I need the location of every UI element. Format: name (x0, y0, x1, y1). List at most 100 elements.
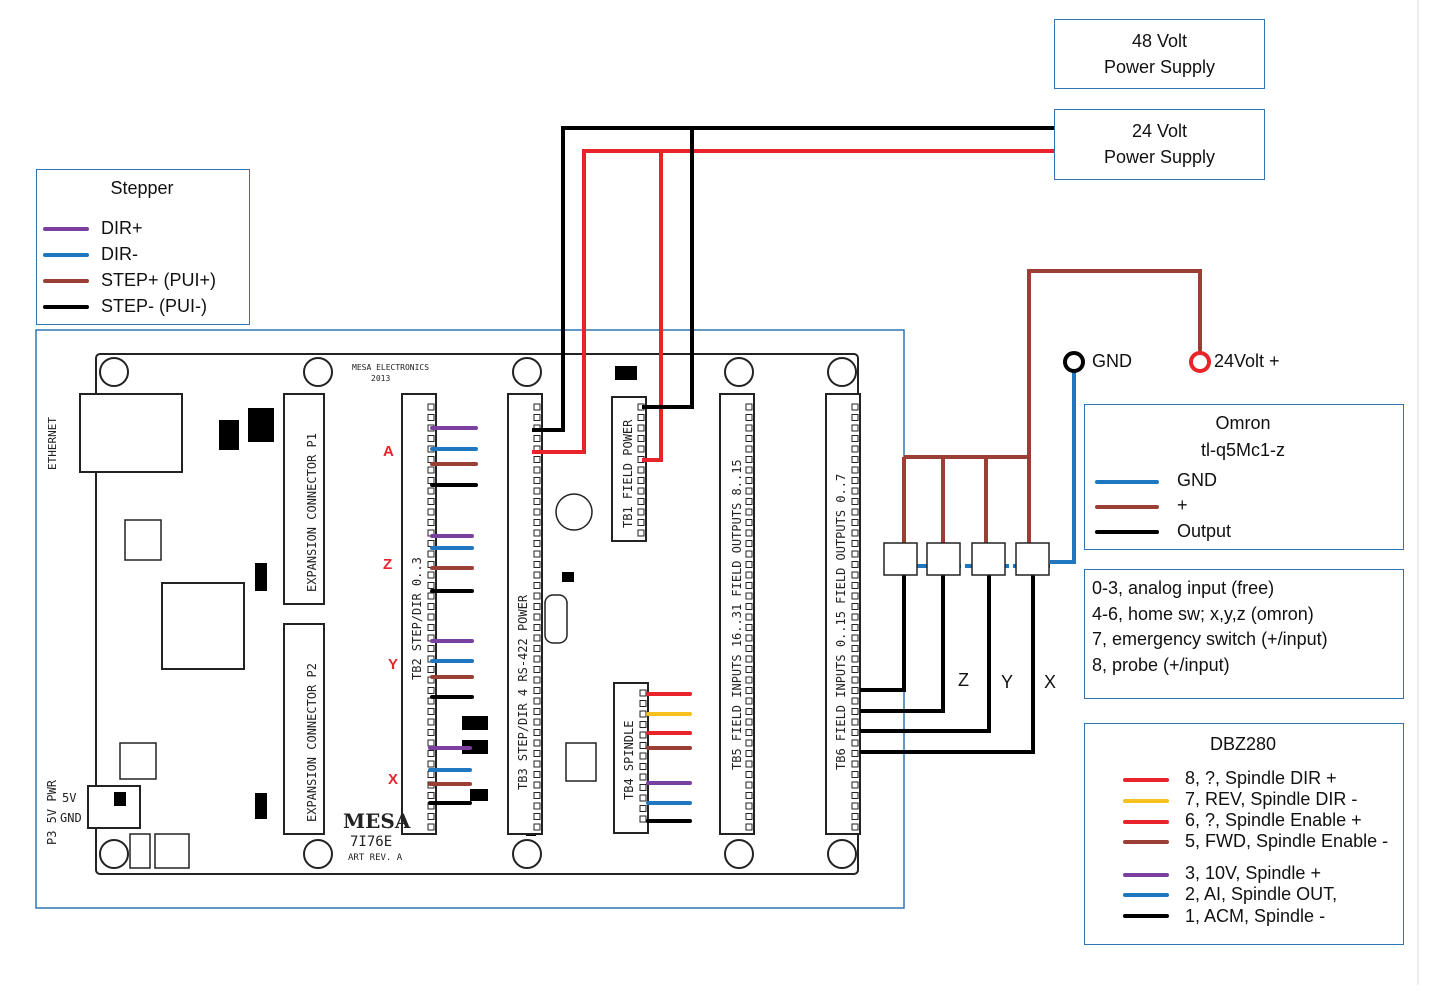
dbz-pin7-label: 7, REV, Spindle DIR - (1185, 789, 1358, 809)
terminal-pin (533, 508, 541, 516)
terminal-pin (637, 477, 645, 484)
terminal-pin (533, 435, 541, 442)
terminal-pin (533, 697, 541, 705)
terminal-pin (851, 477, 859, 484)
terminal-pin (533, 634, 541, 642)
dbz-pin6-label: 6, ?, Spindle Enable + (1185, 810, 1362, 830)
terminal-pin (851, 760, 859, 768)
omron-gnd-label: GND (1177, 470, 1217, 490)
terminal-pin (637, 487, 645, 495)
omron-output-swatch (1095, 530, 1159, 534)
terminal-pin (745, 666, 753, 673)
dbz-pin5-label: 5, FWD, Spindle Enable - (1185, 831, 1389, 851)
terminal-pin (851, 456, 859, 463)
terminal-pin (427, 666, 435, 673)
terminal-pin (427, 718, 435, 726)
inputs-line-1: 0-3, analog input (free) (1092, 578, 1275, 598)
omron-plus-swatch (1095, 505, 1159, 509)
terminal-pin (851, 792, 859, 799)
terminal-pin (851, 750, 859, 757)
dir-minus-label: DIR- (101, 244, 138, 264)
terminal-pin (533, 760, 541, 768)
terminal-pin (427, 760, 435, 768)
dbz-pin2-swatch (1123, 893, 1169, 897)
terminal-pin (745, 676, 753, 684)
terminal-pin (745, 592, 753, 600)
terminal-pin (851, 823, 859, 831)
terminal-pin (427, 466, 435, 474)
terminal-pin (851, 634, 859, 642)
terminal-pin (427, 729, 435, 736)
step-plus-label: STEP+ (PUI+) (101, 270, 217, 290)
year-label: 2013 (371, 374, 390, 383)
terminal-pin (851, 603, 859, 610)
terminal-pin (745, 498, 753, 505)
inputs-box: 0-3, analog input (free) 4-6, home sw; x… (1084, 569, 1404, 699)
terminal-pin (533, 655, 541, 663)
terminal-pin (427, 414, 435, 421)
terminal-pin (851, 802, 859, 810)
chip (154, 833, 190, 869)
terminal-pin (745, 634, 753, 642)
inputs-line-3: 7, emergency switch (+/input) (1092, 629, 1328, 649)
sensor-wires (860, 269, 1202, 754)
terminal-block-tb4 (613, 682, 649, 834)
terminal-pin (533, 498, 541, 505)
terminal-pin (533, 645, 541, 652)
terminal-pin (427, 550, 435, 558)
revision-label: ART REV. A (348, 853, 403, 863)
dbz-pin1-swatch (1123, 914, 1169, 918)
omron-gnd-swatch (1095, 480, 1159, 484)
terminal-pin (745, 729, 753, 736)
terminal-pin (639, 815, 647, 823)
spindle-wires (646, 692, 692, 823)
terminal-pin (533, 613, 541, 621)
terminal-pin (639, 794, 647, 802)
dbz-pin5-swatch (1123, 840, 1169, 844)
omron-output-label: Output (1177, 521, 1232, 541)
terminal-pin (745, 424, 753, 432)
terminal-pin (851, 718, 859, 726)
terminal-pin (427, 645, 435, 652)
terminal-pin (639, 742, 647, 749)
terminal-pin (851, 771, 859, 778)
terminal-pin (533, 414, 541, 421)
terminal-pin (851, 781, 859, 789)
terminal-pin (745, 655, 753, 663)
terminal-pin (427, 435, 435, 442)
terminal-pin (745, 414, 753, 421)
terminal-pin (745, 687, 753, 694)
terminal-pin (533, 487, 541, 495)
terminal-pin (637, 435, 645, 442)
terminal-pin (533, 561, 541, 568)
terminal-pin (851, 813, 859, 820)
psu-48v-box: 48 Volt Power Supply (1054, 19, 1265, 89)
terminal-pin (533, 456, 541, 463)
terminal-pin (851, 687, 859, 694)
terminal-pin (637, 445, 645, 453)
terminal-pin (851, 424, 859, 432)
axis-a-marker: A (383, 443, 394, 460)
terminal-pin (637, 508, 645, 516)
terminal-pin (533, 571, 541, 579)
terminal-pin (851, 697, 859, 705)
psu-24v-box: 24 Volt Power Supply (1054, 109, 1265, 180)
terminal-pin (533, 792, 541, 799)
exp1-label: EXPANSION CONNECTOR P1 (305, 433, 319, 592)
terminal-pin (639, 689, 647, 697)
terminal-pin (533, 519, 541, 526)
terminal-pin (851, 519, 859, 526)
tb4-label: TB4 SPINDLE (622, 721, 636, 800)
power-jack-pin (114, 792, 126, 806)
sensor-blocks (883, 542, 1050, 576)
stepper-wires (428, 426, 478, 805)
terminal-pin (851, 571, 859, 579)
chip (124, 519, 162, 561)
terminal-pin (533, 540, 541, 547)
terminal-pin (427, 603, 435, 610)
terminal-pin (639, 773, 647, 781)
axis-x-marker: X (388, 771, 398, 788)
terminal-pin (427, 613, 435, 621)
terminal-pin (533, 687, 541, 694)
